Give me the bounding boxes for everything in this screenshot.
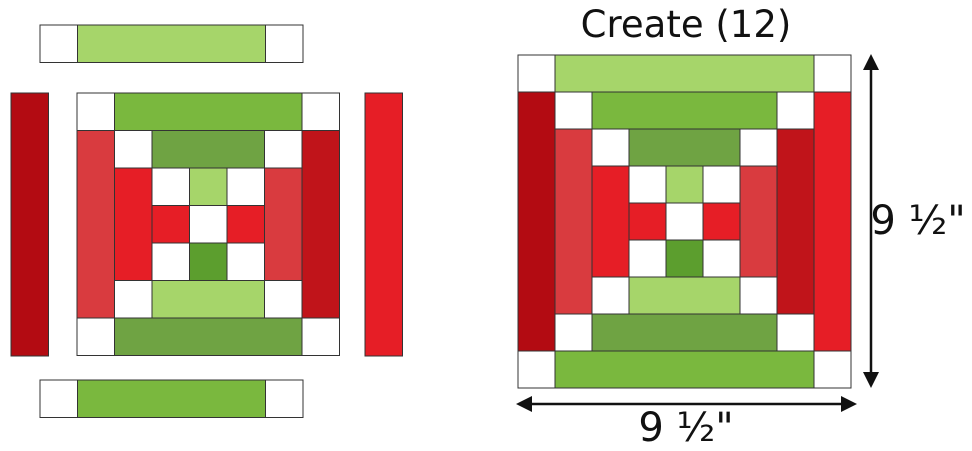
parts-round2-bottom-strip [115, 318, 303, 356]
height-dimension-label: 9 ½" [870, 201, 965, 241]
width-arrow-left-head [516, 396, 532, 412]
finished-outer-cornerstone [814, 55, 851, 92]
parts-nine-patch-square [152, 206, 190, 244]
finished-outer-cornerstone [518, 55, 555, 92]
finished-cornerstone [592, 129, 629, 166]
parts-nine-patch-square [190, 168, 228, 206]
parts-nine-patch-square [152, 168, 190, 206]
finished-cornerstone [740, 129, 777, 166]
finished-nine-patch-square [703, 203, 740, 240]
parts-outer-cornerstone [266, 25, 304, 63]
finished-outer-left-strip [518, 92, 555, 351]
finished-round1-top-strip [629, 129, 740, 166]
parts-outer-cornerstone [40, 25, 78, 63]
finished-round2-left-strip [555, 129, 592, 314]
finished-nine-patch-square [666, 203, 703, 240]
parts-cornerstone [115, 131, 153, 169]
parts-cornerstone [265, 281, 303, 319]
parts-outer-right-strip [365, 93, 403, 356]
finished-cornerstone [777, 314, 814, 351]
parts-cornerstone [302, 93, 340, 131]
finished-nine-patch-square [666, 166, 703, 203]
parts-round1-bottom-strip [152, 281, 265, 319]
parts-outer-cornerstone [40, 380, 78, 418]
finished-outer-cornerstone [814, 351, 851, 388]
parts-round1-top-strip [152, 131, 265, 169]
quilt-block-parts [11, 25, 403, 418]
finished-outer-top-strip [555, 55, 814, 92]
finished-nine-patch-square [703, 166, 740, 203]
finished-nine-patch-square [629, 203, 666, 240]
parts-nine-patch-square [227, 206, 265, 244]
block-title-text: Create (12) [581, 6, 792, 43]
parts-round2-left-strip [77, 131, 115, 319]
finished-outer-cornerstone [518, 351, 555, 388]
finished-round1-right-strip [740, 166, 777, 277]
parts-nine-patch-square [190, 243, 228, 281]
width-arrow-right-head [841, 396, 857, 412]
finished-outer-bottom-strip [555, 351, 814, 388]
parts-round1-left-strip [115, 168, 153, 281]
finished-round2-right-strip [777, 129, 814, 314]
parts-outer-left-strip [11, 93, 49, 356]
parts-cornerstone [115, 281, 153, 319]
finished-outer-right-strip [814, 92, 851, 351]
finished-nine-patch-square [629, 240, 666, 277]
finished-cornerstone [592, 277, 629, 314]
finished-round1-left-strip [592, 166, 629, 277]
finished-round2-top-strip [592, 92, 777, 129]
parts-cornerstone [77, 318, 115, 356]
finished-quilt-block [518, 55, 851, 388]
parts-round2-top-strip [115, 93, 303, 131]
parts-nine-patch-square [227, 243, 265, 281]
finished-cornerstone [555, 314, 592, 351]
finished-cornerstone [740, 277, 777, 314]
height-arrow-top-head [863, 54, 879, 70]
parts-nine-patch-square [227, 168, 265, 206]
parts-cornerstone [265, 131, 303, 169]
height-arrow-bottom-head [863, 372, 879, 388]
parts-cornerstone [302, 318, 340, 356]
parts-outer-bottom-strip [78, 380, 266, 418]
parts-outer-cornerstone [266, 380, 304, 418]
parts-round2-right-strip [302, 131, 340, 319]
width-dimension-label: 9 ½" [638, 408, 733, 448]
finished-round2-bottom-strip [592, 314, 777, 351]
finished-cornerstone [777, 92, 814, 129]
finished-round1-bottom-strip [629, 277, 740, 314]
parts-nine-patch-square [152, 243, 190, 281]
finished-nine-patch-square [629, 166, 666, 203]
finished-nine-patch-square [703, 240, 740, 277]
parts-nine-patch-square [190, 206, 228, 244]
finished-nine-patch-square [666, 240, 703, 277]
parts-outer-top-strip [78, 25, 266, 63]
parts-round1-right-strip [265, 168, 303, 281]
